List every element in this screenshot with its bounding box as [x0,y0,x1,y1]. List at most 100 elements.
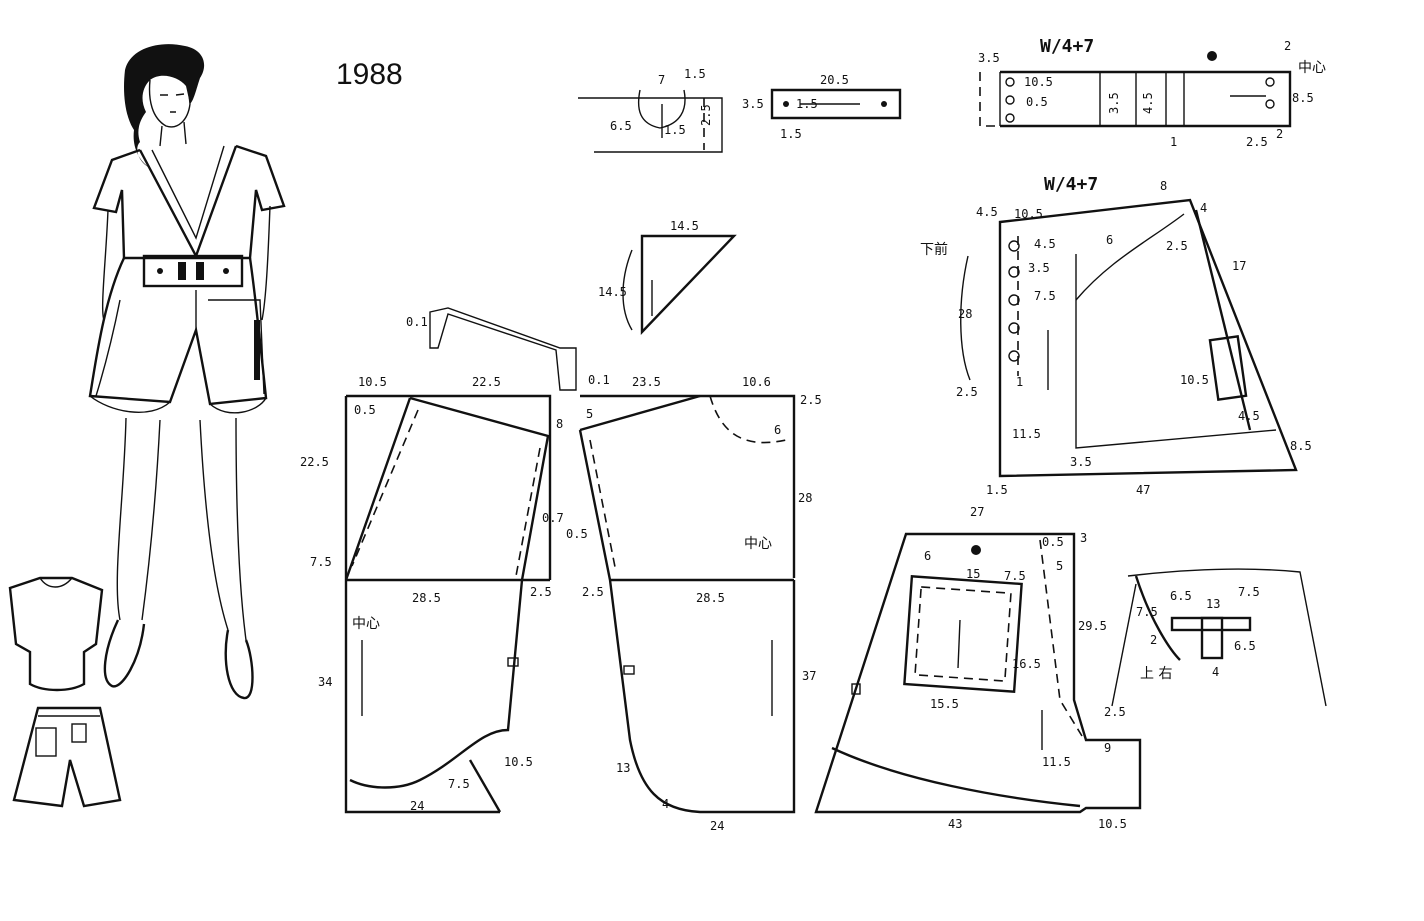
label-28-b: 28 [958,307,972,321]
label-2-5-h: 2.5 [956,385,978,399]
label-center-belt: 中心 [1298,60,1326,76]
label-10-5-a: 10.5 [1024,75,1053,89]
label-2-5-d: 2.5 [800,393,822,407]
label-2-5-a: 2.5 [699,104,713,126]
upper-right-bib-piece: 7.5 6.5 13 7.5 2 6.5 4 上 右 [1111,568,1327,707]
label-1-5-b: 1.5 [664,123,686,137]
label-5-a: 5 [586,407,593,421]
triangle-gusset-piece: 14.5 14.5 [598,219,737,335]
label-7-5-a: 7.5 [310,555,332,569]
label-14-5-b: 14.5 [598,285,627,299]
front-shorts-piece: 23.5 10.6 2.5 5 6 28 0.5 中心 2.5 28.5 37 … [566,375,822,833]
label-4-5-b: 4.5 [976,205,998,219]
label-4-5-d: 4.5 [1238,409,1260,423]
label-2-a: 2 [1284,39,1291,53]
label-13: 13 [616,761,630,775]
strap-piece-a: 7 1.5 6.5 1.5 2.5 [578,67,723,153]
label-10-5-d: 10.5 [1098,817,1127,831]
label-4-c: 4 [1200,201,1207,215]
label-0-7: 0.7 [542,511,564,525]
label-8-5-a: 8.5 [1292,91,1314,105]
label-1-5-e: 1.5 [986,483,1008,497]
label-10-5-c: 10.5 [504,755,533,769]
label-9: 9 [1104,741,1111,755]
year-label: 1988 [336,58,403,91]
label-0-1-b: 0.1 [588,373,610,387]
label-upper-right: 上 右 [1140,666,1172,682]
label-4-b: 4 [1212,665,1219,679]
label-24-a: 24 [410,799,424,813]
label-6-c: 6 [1106,233,1113,247]
label-3-5-b: 3.5 [978,51,1000,65]
label-1-5-c: 1.5 [796,97,818,111]
label-7-5-f: 7.5 [1034,289,1056,303]
label-47: 47 [1136,483,1150,497]
label-37: 37 [802,669,816,683]
label-34: 34 [318,675,332,689]
strap-piece-b: 20.5 3.5 1.5 1.5 [742,73,902,141]
label-28: 28 [798,491,812,505]
label-0-5-c: 0.5 [566,527,588,541]
label-7: 7 [658,73,665,87]
label-22-5-a: 22.5 [472,375,501,389]
label-10-5-b: 10.5 [358,375,387,389]
label-w4-top: W/4+7 [1040,36,1094,57]
label-7-5-e: 7.5 [1238,585,1260,599]
back-shorts-piece: 10.5 22.5 0.5 22.5 8 0.7 7.5 28.5 2.5 中心… [300,375,564,814]
fashion-figure-illustration [8,44,286,808]
label-10-5-f: 10.5 [1180,373,1209,387]
label-4-5-a: 4.5 [1141,92,1155,114]
label-22-5-b: 22.5 [300,455,329,469]
label-8-5-b: 8.5 [1290,439,1312,453]
label-5-b: 5 [1056,559,1063,573]
label-2-5-g: 2.5 [1166,239,1188,253]
label-11-5-b: 11.5 [1012,427,1041,441]
label-3-5-d: 3.5 [1028,261,1050,275]
label-15-5: 15.5 [930,697,959,711]
label-2-5-f: 2.5 [1104,705,1126,719]
label-6-b: 6 [924,549,931,563]
label-6-a: 6 [774,423,781,437]
label-6-5-b: 6.5 [1170,589,1192,603]
label-6-5-c: 6.5 [1234,639,1256,653]
label-16-5: 16.5 [1012,657,1041,671]
label-13-b: 13 [1206,597,1220,611]
label-7-5-d: 7.5 [1136,605,1158,619]
label-2-5-c: 2.5 [530,585,552,599]
label-28-5-a: 28.5 [412,591,441,605]
label-lower-front: 下前 [920,241,948,258]
label-2-5-e: 2.5 [582,585,604,599]
belt-piece: W/4+7 3.5 10.5 0.5 3.5 4.5 1 2.5 2 2 中心 … [978,36,1326,149]
label-0-5-d: 0.5 [1042,535,1064,549]
label-4-5-c: 4.5 [1034,237,1056,251]
loop-piece: 0.1 0.1 [406,307,610,391]
label-4-a: 4 [662,797,669,811]
label-28-5-b: 28.5 [696,591,725,605]
label-17: 17 [1232,259,1246,273]
label-8-a: 8 [556,417,563,431]
label-3-5-a: 3.5 [742,97,764,111]
label-center-back: 中心 [352,616,380,632]
label-1-a: 1 [1170,135,1177,149]
label-15: 15 [966,567,980,581]
label-24-b: 24 [710,819,724,833]
label-3-5-e: 3.5 [1070,455,1092,469]
label-w4-yoke: W/4+7 [1044,174,1098,195]
front-yoke-piece: W/4+7 8 4.5 10.5 4 下前 4.5 6 2.5 3.5 7.5 … [920,174,1312,497]
label-0-5-b: 0.5 [354,403,376,417]
label-3-5-c: 3.5 [1107,92,1121,114]
label-10-5-e: 10.5 [1014,207,1043,221]
label-2-b: 2 [1276,127,1283,141]
label-1-5-d: 1.5 [780,127,802,141]
label-23-5: 23.5 [632,375,661,389]
label-10-6: 10.6 [742,375,771,389]
label-8-b: 8 [1160,179,1167,193]
label-20-5: 20.5 [820,73,849,87]
label-center-front: 中心 [744,536,772,552]
label-14-5-a: 14.5 [670,219,699,233]
label-43: 43 [948,817,962,831]
label-1-b: 1 [1016,375,1023,389]
side-pocket-panel-piece: 27 0.5 3 6 15 7.5 5 29.5 16.5 15.5 2.5 9… [814,505,1142,831]
